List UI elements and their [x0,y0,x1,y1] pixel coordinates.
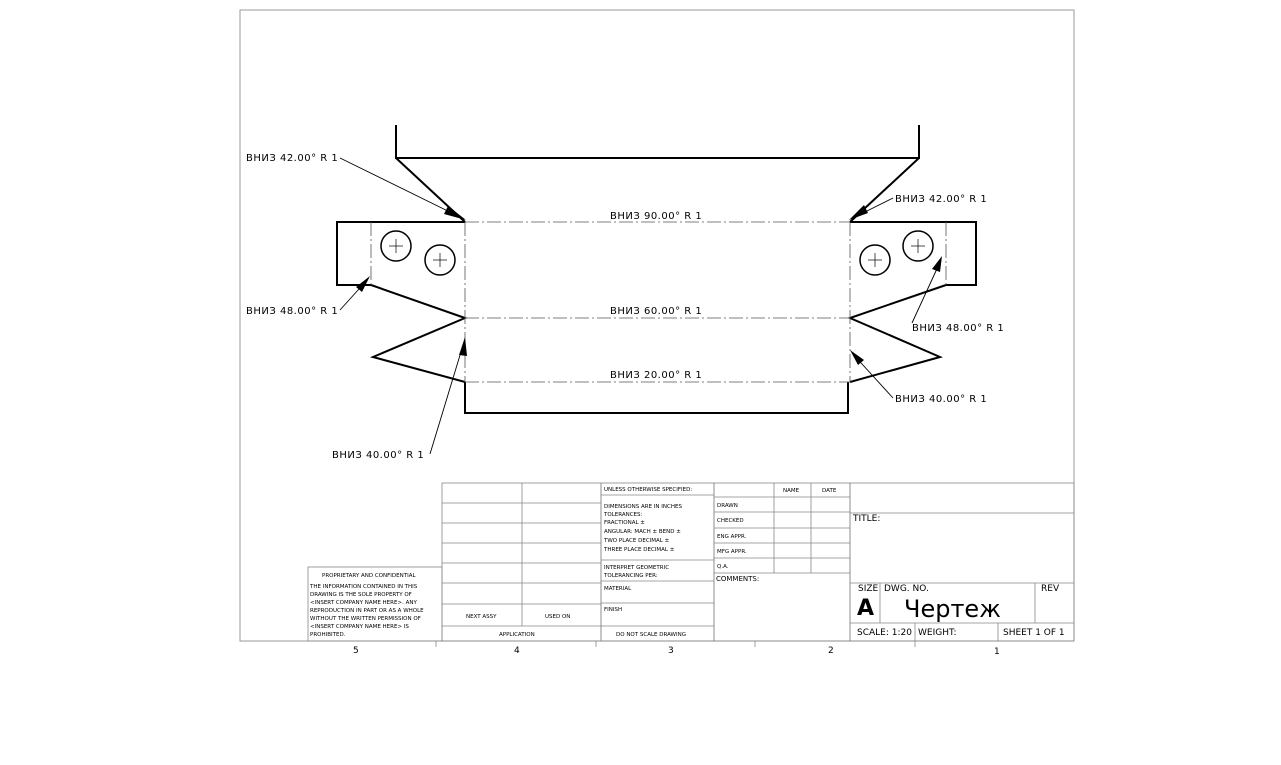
do-not-scale: DO NOT SCALE DRAWING [616,632,686,638]
zone-label: 4 [514,646,520,656]
material-label: MATERIAL [604,586,632,592]
qa-label: Q.A. [717,564,729,570]
scale-label: SCALE: 1:20 [857,628,912,638]
holes [380,230,934,276]
application-block: NEXT ASSY USED ON APPLICATION [466,614,570,638]
three-place-label: THREE PLACE DECIMAL ± [603,547,675,553]
tolerances-label: TOLERANCES: [603,512,643,518]
date-header: DATE [822,488,837,494]
checked-label: CHECKED [717,518,744,524]
proprietary-line: DRAWING IS THE SOLE PROPERTY OF [310,592,412,598]
title-label: TITLE: [852,514,880,524]
zone-labels: 5 4 3 2 1 [353,646,1000,657]
dimensions-note: DIMENSIONS ARE IN INCHES [604,504,682,510]
next-assy-label: NEXT ASSY [466,614,497,620]
proprietary-line: THE INFORMATION CONTAINED IN THIS [309,584,418,590]
hole [380,230,412,262]
bend-note: ВНИЗ 40.00° R 1 [332,450,424,461]
bend-note: ВНИЗ 48.00° R 1 [246,306,338,317]
bend-note: ВНИЗ 20.00° R 1 [610,370,702,381]
zone-label: 5 [353,646,359,656]
name-header: NAME [783,488,800,494]
unless-specified: UNLESS OTHERWISE SPECIFIED: [604,487,692,493]
bend-note: ВНИЗ 90.00° R 1 [610,211,702,222]
zone-ticks [435,641,916,647]
proprietary-notice: PROPRIETARY AND CONFIDENTIAL THE INFORMA… [309,573,424,638]
application-label: APPLICATION [499,632,535,638]
tolerancing-label: TOLERANCING PER: [603,573,658,579]
sheet-label: SHEET 1 OF 1 [1003,628,1065,638]
angular-label: ANGULAR: MACH ± BEND ± [604,529,681,535]
bend-note: ВНИЗ 40.00° R 1 [895,394,987,405]
size-value: A [857,596,874,621]
bend-note: ВНИЗ 42.00° R 1 [246,153,338,164]
zone-label: 3 [668,646,674,656]
bend-note: ВНИЗ 60.00° R 1 [610,306,702,317]
hole [859,244,891,276]
bend-lines [370,221,947,383]
mfg-appr-label: MFG APPR. [717,549,747,555]
size-label: SIZE [858,584,879,594]
title-block-grid [307,482,1075,642]
used-on-label: USED ON [545,614,570,620]
bend-notes: ВНИЗ 42.00° R 1 ВНИЗ 42.00° R 1 ВНИЗ 90.… [246,153,1004,461]
two-place-label: TWO PLACE DECIMAL ± [603,538,670,544]
tolerance-block: UNLESS OTHERWISE SPECIFIED: DIMENSIONS A… [603,487,692,638]
proprietary-line: REPRODUCTION IN PART OR AS A WHOLE [310,608,424,614]
weight-label: WEIGHT: [918,628,957,638]
hole [902,230,934,262]
interpret-label: INTERPRET GEOMETRIC [604,565,669,571]
zone-label: 2 [828,646,834,656]
fractional-label: FRACTIONAL ± [604,520,645,526]
proprietary-heading: PROPRIETARY AND CONFIDENTIAL [322,573,416,579]
part-outline [336,125,977,414]
proprietary-line: <INSERT COMPANY NAME HERE>. ANY [310,600,417,606]
zone-label: 1 [994,647,1000,657]
title-area: TITLE: SIZE A DWG. NO. Чертеж REV SCALE:… [852,514,1065,638]
drawn-label: DRAWN [717,503,738,509]
proprietary-line: PROHIBITED. [310,632,346,638]
bend-note: ВНИЗ 48.00° R 1 [912,323,1004,334]
bend-note: ВНИЗ 42.00° R 1 [895,194,987,205]
finish-label: FINISH [604,607,622,613]
hole [424,244,456,276]
hole-centermarks [389,239,925,267]
rev-label: REV [1041,584,1060,594]
proprietary-line: WITHOUT THE WRITTEN PERMISSION OF [310,616,421,622]
dwg-no-value: Чертеж [904,595,1001,623]
comments-label: COMMENTS: [716,575,759,583]
eng-appr-label: ENG APPR. [717,534,747,540]
proprietary-line: <INSERT COMPANY NAME HERE> IS [310,624,409,630]
approval-block: NAME DATE DRAWN CHECKED ENG APPR. MFG AP… [716,488,837,583]
leader-arrowheads [356,205,942,365]
dwg-no-label: DWG. NO. [884,584,929,594]
